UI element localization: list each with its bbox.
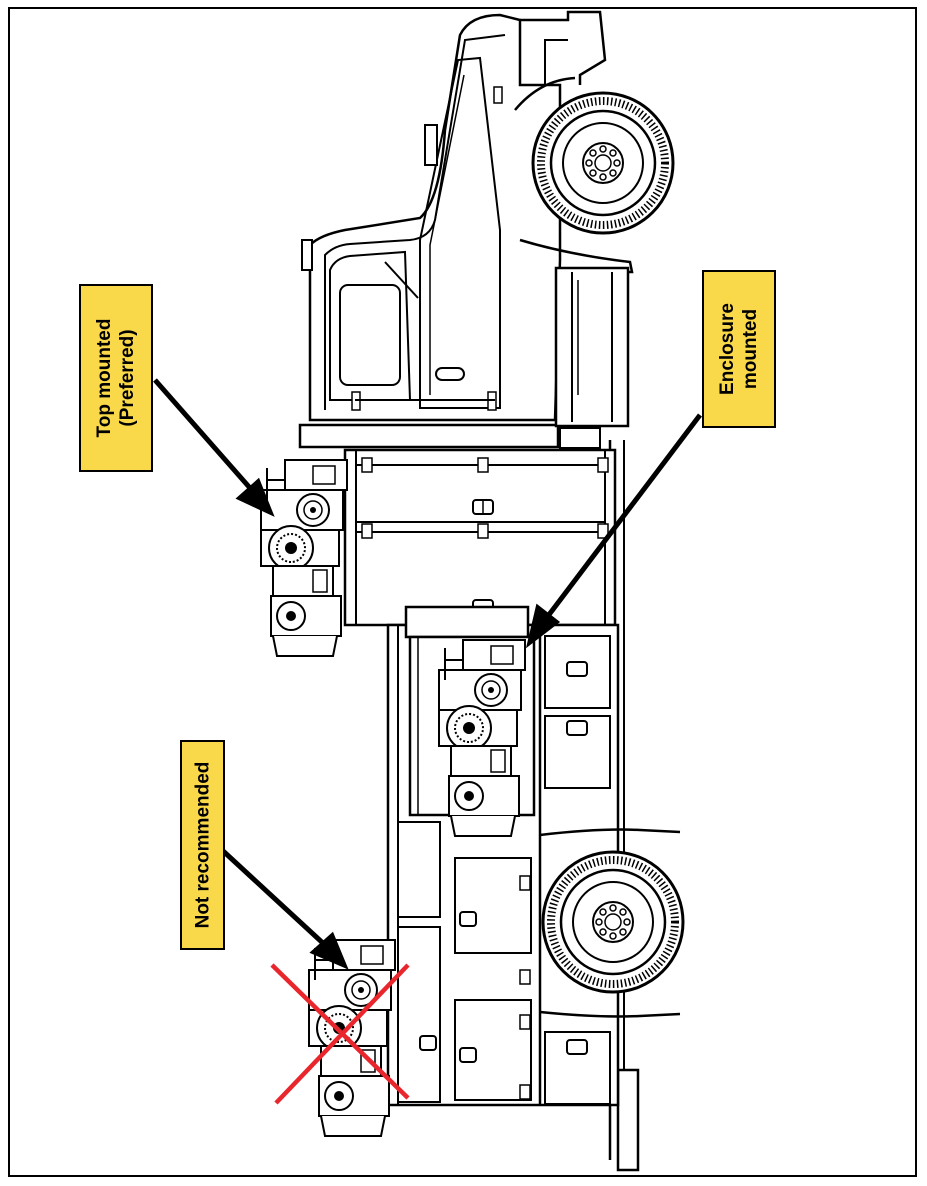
arrow-head — [525, 603, 561, 649]
engine-pump-icon — [438, 639, 526, 837]
engine-pump-icon — [308, 939, 396, 1137]
reject-x-icon — [270, 963, 410, 1105]
diagram-frame — [8, 7, 917, 1177]
callout-not-recommended: Not recommended — [180, 740, 225, 950]
callout-top-mounted-line2: (Preferred) — [117, 329, 138, 427]
enclosure-arrow — [543, 413, 702, 622]
callout-not-recommended-line1: Not recommended — [192, 761, 213, 929]
callout-enclosure-mounted-line1: Enclosure — [717, 303, 738, 395]
callout-enclosure-mounted: Enclosure mounted — [702, 270, 776, 428]
callout-enclosure-mounted-line2: mounted — [740, 308, 761, 390]
engine-pump-icon — [260, 459, 348, 657]
arrow-head — [309, 931, 349, 970]
callout-top-mounted-line1: Top mounted — [94, 318, 115, 438]
top-mounted-arrow — [153, 378, 252, 490]
callout-top-mounted: Top mounted (Preferred) — [79, 284, 153, 472]
arrow-head — [235, 477, 275, 517]
not-recommended-arrow — [220, 848, 327, 947]
